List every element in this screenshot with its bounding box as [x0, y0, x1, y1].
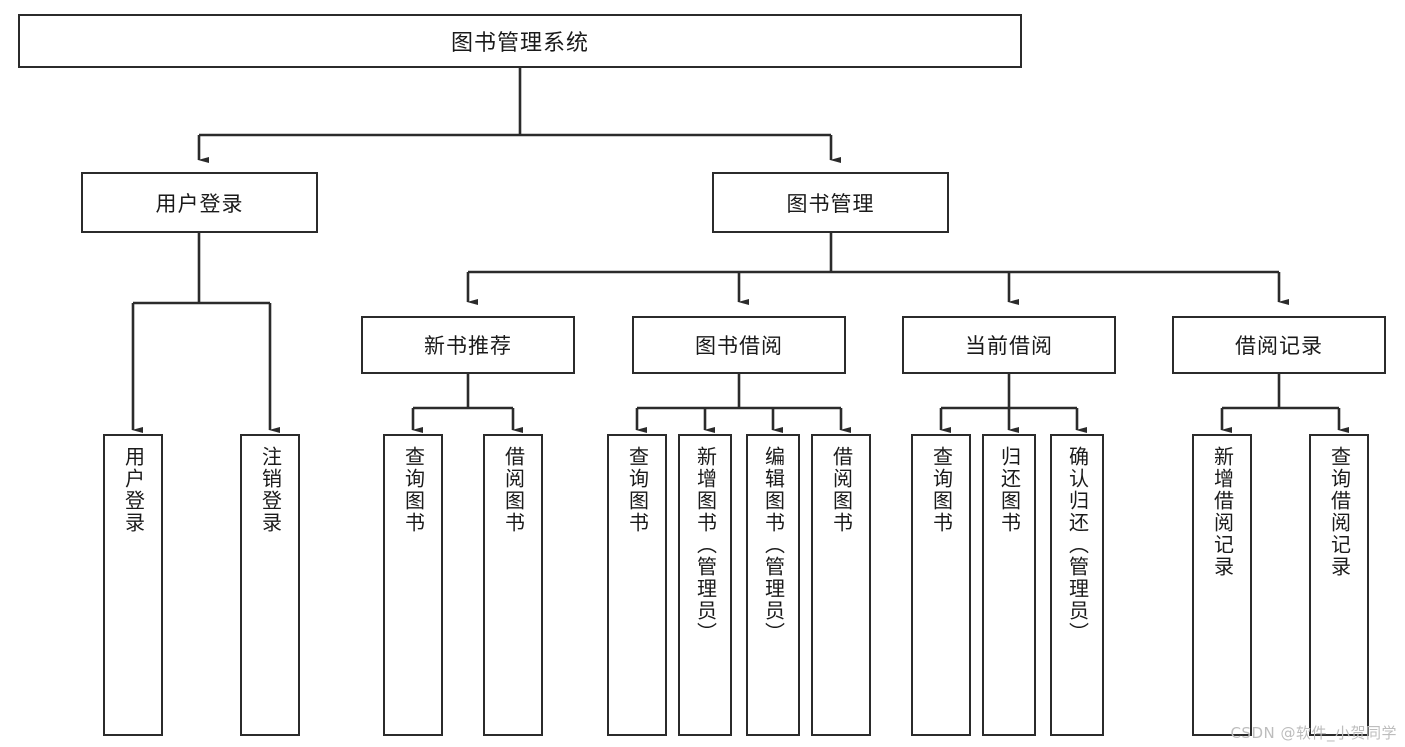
node-book-manage-label: 图书管理 [786, 191, 875, 216]
leaf-query-record-label: 查询借阅记录 [1327, 446, 1352, 578]
leaf-query-book-1[interactable]: 查询图书 [383, 434, 443, 736]
node-user-login[interactable]: 用户登录 [81, 172, 318, 233]
node-new-book-rec[interactable]: 新书推荐 [361, 316, 575, 374]
node-borrow-record[interactable]: 借阅记录 [1172, 316, 1386, 374]
node-root[interactable]: 图书管理系统 [18, 14, 1022, 68]
leaf-borrow-book-1-label: 借阅图书 [501, 446, 526, 534]
leaf-borrow-book-2-label: 借阅图书 [829, 446, 854, 534]
leaf-borrow-book-1[interactable]: 借阅图书 [483, 434, 543, 736]
node-user-login-label: 用户登录 [155, 191, 244, 216]
leaf-query-book-3-label: 查询图书 [929, 446, 954, 534]
leaf-return-book[interactable]: 归还图书 [982, 434, 1036, 736]
leaf-logout-label: 注销登录 [258, 446, 283, 534]
leaf-user-login[interactable]: 用户登录 [103, 434, 163, 736]
leaf-edit-book-label: 编辑图书（管理员） [761, 446, 786, 644]
node-book-borrow-label: 图书借阅 [695, 334, 783, 358]
leaf-confirm-return[interactable]: 确认归还（管理员） [1050, 434, 1104, 736]
leaf-add-book-label: 新增图书（管理员） [693, 446, 718, 644]
watermark: CSDN @软件_小贺同学 [1230, 724, 1397, 742]
leaf-user-login-label: 用户登录 [121, 446, 146, 534]
leaf-confirm-return-label: 确认归还（管理员） [1065, 446, 1090, 644]
node-root-label: 图书管理系统 [450, 31, 589, 56]
leaf-query-book-2[interactable]: 查询图书 [607, 434, 667, 736]
node-current-borrow-label: 当前借阅 [965, 334, 1053, 358]
leaf-add-book[interactable]: 新增图书（管理员） [678, 434, 732, 736]
leaf-borrow-book-2[interactable]: 借阅图书 [811, 434, 871, 736]
leaf-query-book-3[interactable]: 查询图书 [911, 434, 971, 736]
node-book-borrow[interactable]: 图书借阅 [632, 316, 846, 374]
leaf-query-book-2-label: 查询图书 [625, 446, 650, 534]
leaf-add-record-label: 新增借阅记录 [1210, 446, 1235, 578]
leaf-query-record[interactable]: 查询借阅记录 [1309, 434, 1369, 736]
leaf-logout[interactable]: 注销登录 [240, 434, 300, 736]
node-borrow-record-label: 借阅记录 [1235, 334, 1323, 358]
node-book-manage[interactable]: 图书管理 [712, 172, 949, 233]
leaf-add-record[interactable]: 新增借阅记录 [1192, 434, 1252, 736]
node-current-borrow[interactable]: 当前借阅 [902, 316, 1116, 374]
leaf-query-book-1-label: 查询图书 [401, 446, 426, 534]
leaf-edit-book[interactable]: 编辑图书（管理员） [746, 434, 800, 736]
node-new-book-rec-label: 新书推荐 [424, 334, 512, 358]
leaf-return-book-label: 归还图书 [997, 446, 1022, 534]
